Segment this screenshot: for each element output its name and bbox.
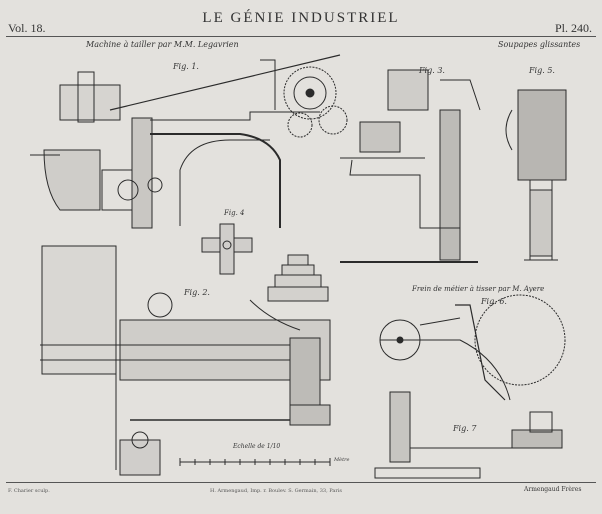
fig4-label: Fig. 4 — [224, 209, 245, 217]
caption-frein: Frein de métier à tisser par M. Ayere — [412, 285, 545, 293]
fig2-label: Fig. 2. — [184, 288, 210, 297]
volume-label: Vol. 18. — [8, 21, 46, 35]
caption-soupapes: Soupapes glissantes — [498, 40, 581, 49]
header-rule — [6, 36, 596, 37]
fig4-part-drawing — [201, 223, 253, 275]
fig2-machine-plan — [40, 245, 331, 476]
printer-credit: H. Armengaud, Imp. r. Boulev. S. Germain… — [210, 488, 342, 494]
engraver-credit: F. Charier sculp. — [8, 488, 50, 494]
caption-machine: Machine à tailler par M.M. Legavrien — [86, 40, 239, 49]
fig5-sliding-valve — [505, 89, 567, 261]
footer-rule — [6, 482, 596, 483]
stepped-cone-drawing — [267, 254, 329, 302]
fig5-label: Fig. 5. — [529, 66, 555, 75]
plate-number: Pl. 240. — [554, 21, 592, 35]
caption-echelle: Echelle de 1/10 — [233, 443, 281, 450]
caption-metre: Mètre — [334, 457, 350, 463]
scale-bar — [179, 458, 331, 466]
fig1-machine-drawing — [30, 54, 348, 229]
fig1-label: Fig. 1. — [173, 62, 199, 71]
fig7-loom-detail — [374, 391, 563, 479]
fig7-label: Fig. 7 — [453, 424, 477, 433]
fig3-valve-section — [340, 69, 481, 263]
fig6-label: Fig. 6. — [481, 297, 507, 306]
plate-title: LE GÉNIE INDUSTRIEL — [202, 10, 400, 26]
fig3-label: Fig. 3. — [419, 66, 445, 75]
fig6-loom-brake — [379, 294, 566, 401]
publisher-credit: Armengaud Frères — [524, 486, 582, 493]
